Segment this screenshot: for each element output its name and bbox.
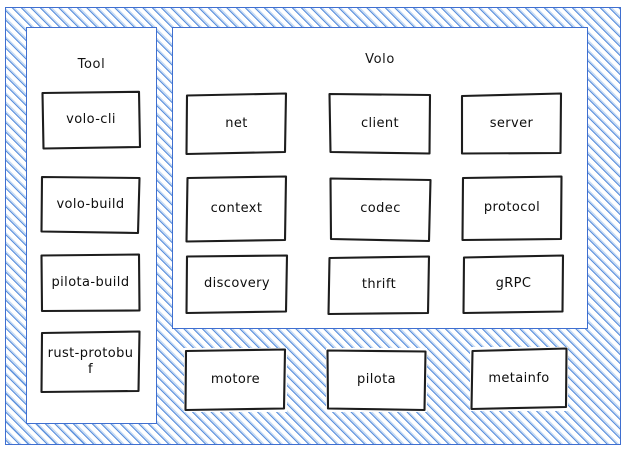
node-volo-build[interactable]: volo-build [40, 175, 141, 235]
node-label: rust-protobuf [47, 345, 134, 377]
node-label: thrift [361, 277, 397, 293]
group-label-tool: Tool [77, 57, 106, 72]
node-label: pilota-build [51, 274, 130, 290]
node-label: motore [210, 371, 261, 387]
node-label: gRPC [495, 276, 532, 292]
node-rust-protobuf[interactable]: rust-protobuf [40, 330, 141, 394]
node-label: pilota [357, 371, 396, 387]
node-client[interactable]: client [328, 92, 432, 156]
node-label: codec [360, 201, 401, 217]
node-metainfo[interactable]: metainfo [470, 347, 568, 411]
node-protocol[interactable]: protocol [461, 175, 563, 242]
node-label: protocol [483, 200, 541, 216]
node-label: client [360, 115, 400, 131]
node-net[interactable]: net [185, 92, 288, 156]
node-codec[interactable]: codec [329, 176, 432, 243]
node-motore[interactable]: motore [184, 348, 287, 412]
node-discovery[interactable]: discovery [185, 254, 289, 315]
node-label: net [225, 115, 248, 131]
node-pilota-build[interactable]: pilota-build [40, 253, 141, 313]
node-volo-cli[interactable]: volo-cli [41, 90, 142, 150]
node-label: volo-build [56, 196, 125, 212]
node-label: volo-cli [66, 111, 116, 127]
node-thrift[interactable]: thrift [327, 255, 431, 316]
node-label: context [210, 200, 263, 216]
group-label-volo: Volo [365, 52, 395, 67]
node-grpc[interactable]: gRPC [462, 254, 565, 315]
node-pilota[interactable]: pilota [326, 348, 427, 412]
node-label: metainfo [488, 370, 550, 386]
node-label: server [489, 115, 534, 131]
node-server[interactable]: server [460, 92, 563, 156]
node-context[interactable]: context [185, 175, 288, 243]
node-label: discovery [203, 276, 271, 292]
